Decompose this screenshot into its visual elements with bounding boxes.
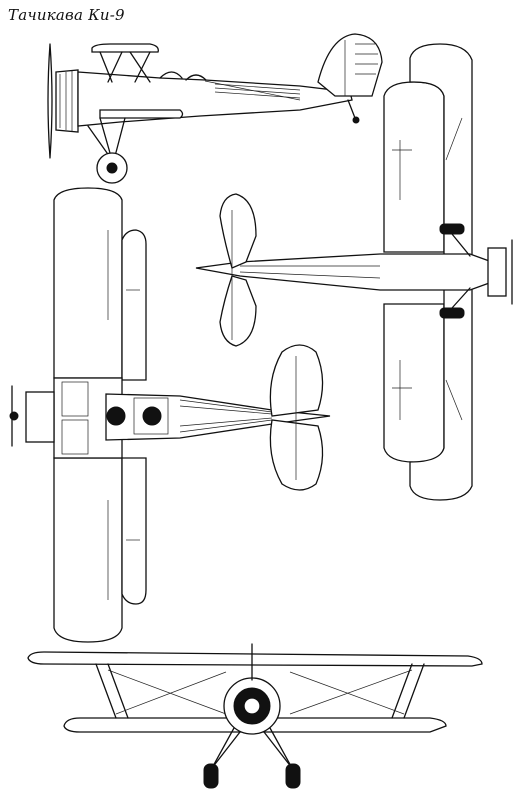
engine-plan xyxy=(487,247,507,297)
wheel-front-right xyxy=(285,763,301,789)
upper-wing-a xyxy=(409,43,473,271)
front-view xyxy=(27,643,483,789)
engine-top xyxy=(25,391,55,443)
stabilizer-starboard-top xyxy=(269,419,324,491)
lower-wing-port-top xyxy=(121,229,147,381)
upper-wing-side xyxy=(91,43,159,53)
underside-view xyxy=(195,43,513,501)
front-cockpit-top xyxy=(106,406,126,426)
wheel-a xyxy=(439,223,465,235)
vertical-tail xyxy=(317,33,383,97)
fuselage-top xyxy=(105,393,331,441)
lower-wing-b xyxy=(383,303,445,463)
side-view xyxy=(47,33,383,184)
upper-wing-port-top xyxy=(53,187,123,379)
engine-cowling xyxy=(55,69,79,133)
rear-cockpit xyxy=(185,74,207,81)
upper-wing-front xyxy=(27,651,483,667)
upper-wing-b xyxy=(409,285,473,501)
top-view xyxy=(9,187,331,643)
rear-cockpit-top xyxy=(142,406,162,426)
stabilizer-port-top xyxy=(269,344,324,417)
lower-wing-a xyxy=(383,81,445,253)
lower-wing-starboard-top xyxy=(121,457,147,605)
lower-wing-side xyxy=(99,109,184,119)
wheel-front-left xyxy=(203,763,219,789)
tailplane-a xyxy=(219,193,257,269)
propeller-blade xyxy=(47,43,53,159)
upper-wing-starboard-top xyxy=(53,457,123,643)
tailplane-b xyxy=(219,275,257,347)
wheel-b xyxy=(439,307,465,319)
spinner-front xyxy=(243,697,261,715)
aircraft-title: Тачикава Ки-9 xyxy=(8,6,125,24)
front-cockpit xyxy=(159,71,183,79)
